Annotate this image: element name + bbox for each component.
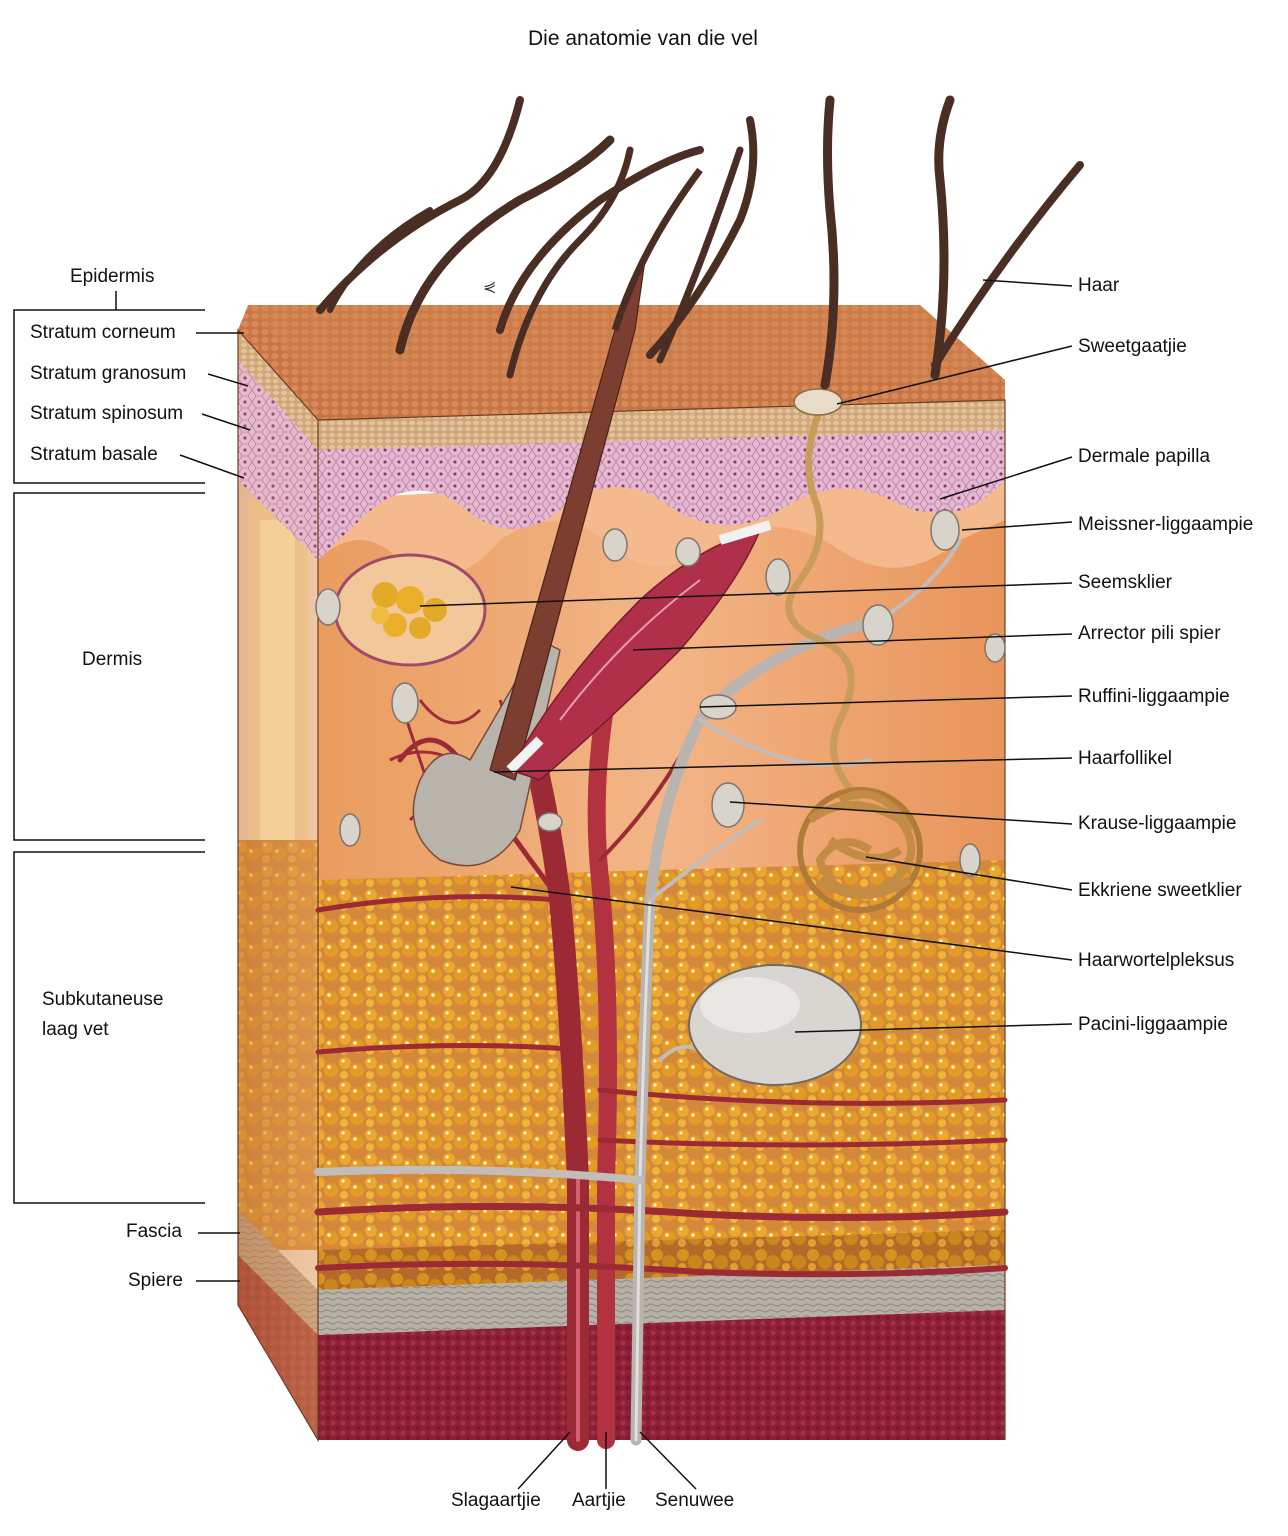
label-slagaartjie: Slagaartjie: [451, 1490, 541, 1511]
label-dermis: Dermis: [82, 649, 143, 670]
label-stratum-basale: Stratum basale: [30, 444, 158, 465]
label-fascia: Fascia: [126, 1221, 182, 1242]
label-meissner: Meissner-liggaampie: [1078, 514, 1254, 535]
label-ekkriene: Ekkriene sweetklier: [1078, 880, 1242, 901]
label-ruffini: Ruffini-liggaampie: [1078, 686, 1230, 707]
leader-lines: [13, 279, 1073, 1490]
label-dermale-papilla: Dermale papilla: [1078, 446, 1211, 467]
sweat-duct: [785, 408, 863, 803]
label-krause: Krause-liggaampie: [1078, 813, 1237, 834]
diagram-title: Die anatomie van die vel: [528, 27, 758, 50]
label-seemsklier: Seemsklier: [1078, 572, 1172, 593]
label-stratum-corneum: Stratum corneum: [30, 322, 176, 343]
sebaceous-gland: [333, 553, 487, 667]
nerve-fibers: [314, 538, 962, 1446]
krause-bulb: [711, 782, 745, 828]
label-subcutaneous: Subkutaneuse laag vet: [42, 989, 164, 1040]
fascia-layer: [238, 1210, 1005, 1335]
muscle-layer: [238, 1255, 1005, 1440]
label-haarfollikel: Haarfollikel: [1078, 748, 1172, 769]
label-haarwortelpleksus: Haarwortelpleksus: [1078, 950, 1235, 971]
label-senuwee: Senuwee: [655, 1490, 735, 1511]
hair-shaft-main: [489, 259, 646, 781]
sweat-pore: [793, 388, 843, 416]
label-epidermis: Epidermis: [70, 266, 155, 287]
label-haar: Haar: [1078, 275, 1120, 296]
stratum-spinosum: [318, 420, 1005, 560]
label-spiere: Spiere: [128, 1270, 183, 1291]
label-arrector-pili: Arrector pili spier: [1078, 623, 1221, 644]
label-sweetgaatjie: Sweetgaatjie: [1078, 336, 1187, 357]
meissner-corpuscle: [930, 509, 960, 551]
label-aartjie: Aartjie: [572, 1490, 626, 1511]
artist-signature: ⋞: [483, 279, 496, 296]
label-pacini: Pacini-liggaampie: [1078, 1014, 1228, 1035]
hairs: [316, 95, 1084, 390]
label-stratum-granosum: Stratum granosum: [30, 363, 187, 384]
label-stratum-spinosum: Stratum spinosum: [30, 403, 184, 424]
